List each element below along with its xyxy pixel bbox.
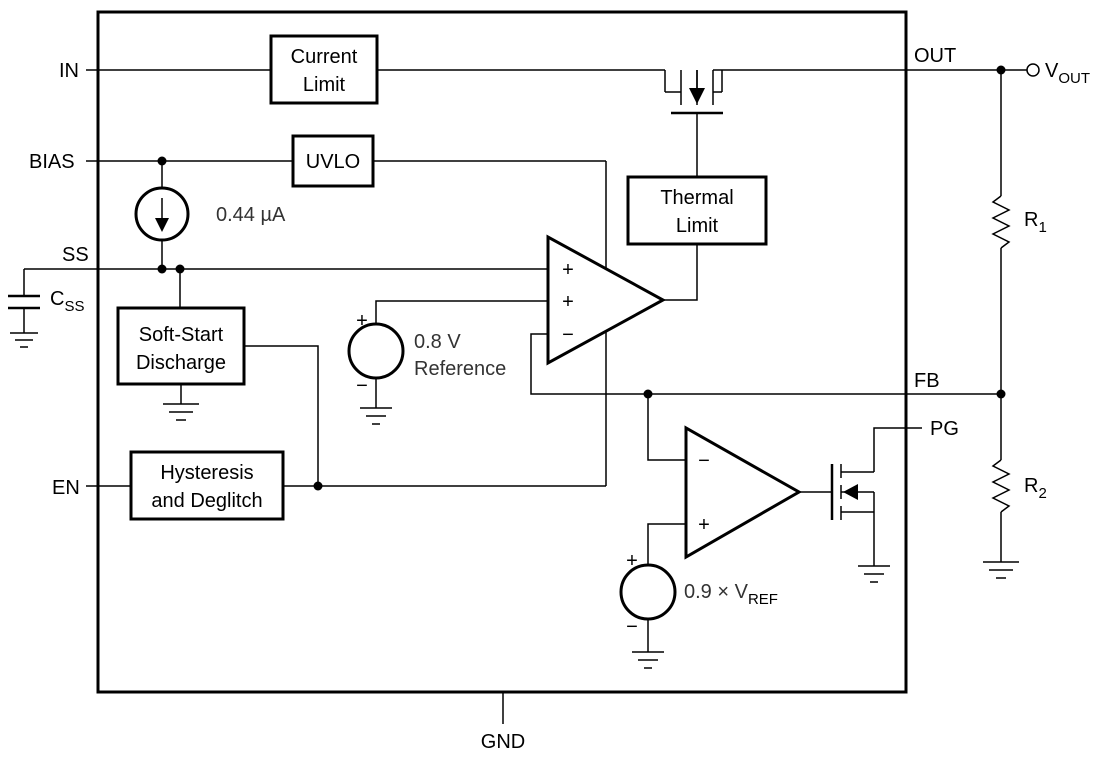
wire-fb: [530, 333, 1006, 461]
wire-ss: [42, 264, 548, 308]
pin-gnd-label: GND: [481, 731, 525, 753]
wire-softstart-to-en: [244, 345, 319, 486]
ic-outline: [96, 10, 908, 694]
reference-value: 0.8 V: [414, 331, 461, 353]
pin-ss-label: SS: [62, 244, 89, 266]
soft-start-discharge-block: Soft-Start Discharge: [116, 306, 246, 386]
wire-out: [713, 63, 1040, 77]
thermal-limit-line2: Limit: [676, 215, 719, 237]
resistor-r2: [983, 394, 1019, 579]
resistor-r1: [991, 70, 1011, 394]
error-amplifier: [546, 234, 667, 366]
current-source: [134, 161, 190, 269]
pg-fet-arrow-icon: [843, 484, 858, 500]
pin-out-label: OUT: [914, 45, 956, 67]
reference-minus: −: [356, 375, 368, 397]
pin-fb-label: FB: [914, 370, 940, 392]
hysteresis-line1: Hysteresis: [160, 462, 253, 484]
pass-fet: [671, 70, 723, 177]
r1-label: R1: [1024, 209, 1047, 236]
pg-fet: [799, 427, 922, 583]
reference-source: [347, 300, 548, 425]
current-limit-line2: Limit: [303, 74, 346, 96]
pin-in-label: IN: [59, 60, 79, 82]
uvlo-label: UVLO: [306, 151, 360, 173]
reference-label: Reference: [414, 358, 506, 380]
pg-comparator: [684, 425, 803, 560]
wire-en: [86, 481, 606, 491]
wire-in: [86, 69, 681, 93]
hysteresis-line2: and Deglitch: [151, 490, 262, 512]
pg-reference-plus: +: [626, 550, 638, 572]
pg-comparator-plus: +: [698, 514, 710, 536]
pin-pg-label: PG: [930, 418, 959, 440]
pg-reference-minus: −: [626, 616, 638, 638]
reference-plus: +: [356, 310, 368, 332]
pg-reference-source: [619, 523, 686, 669]
current-limit-line1: Current: [291, 46, 358, 68]
css-capacitor: [8, 268, 42, 348]
r2-label: R2: [1024, 475, 1047, 502]
vout-label: VOUT: [1045, 60, 1090, 87]
pg-comparator-minus: −: [698, 450, 710, 472]
pass-fet-arrow-icon: [689, 88, 705, 104]
error-amp-plus-1: +: [562, 259, 574, 281]
error-amp-minus: −: [562, 324, 574, 346]
current-limit-block: Current Limit: [269, 34, 379, 105]
soft-start-line1: Soft-Start: [139, 324, 224, 346]
current-source-value: 0.44 µA: [216, 204, 286, 226]
hysteresis-deglitch-block: Hysteresis and Deglitch: [129, 450, 285, 521]
thermal-limit-line1: Thermal: [660, 187, 733, 209]
current-source-arrow-icon: [155, 218, 169, 232]
soft-start-line2: Discharge: [136, 352, 226, 374]
error-amp-plus-2: +: [562, 291, 574, 313]
wire-thermal-to-amp: [663, 244, 698, 301]
css-label: CSS: [50, 288, 84, 315]
pin-bias-label: BIAS: [29, 151, 75, 173]
pg-reference-label: 0.9 × VREF: [684, 581, 778, 608]
uvlo-block: UVLO: [291, 134, 375, 188]
thermal-limit-block: Thermal Limit: [626, 175, 768, 246]
soft-start-ground-icon: [163, 384, 199, 421]
pin-en-label: EN: [52, 477, 80, 499]
vout-terminal-icon: [1026, 63, 1040, 77]
